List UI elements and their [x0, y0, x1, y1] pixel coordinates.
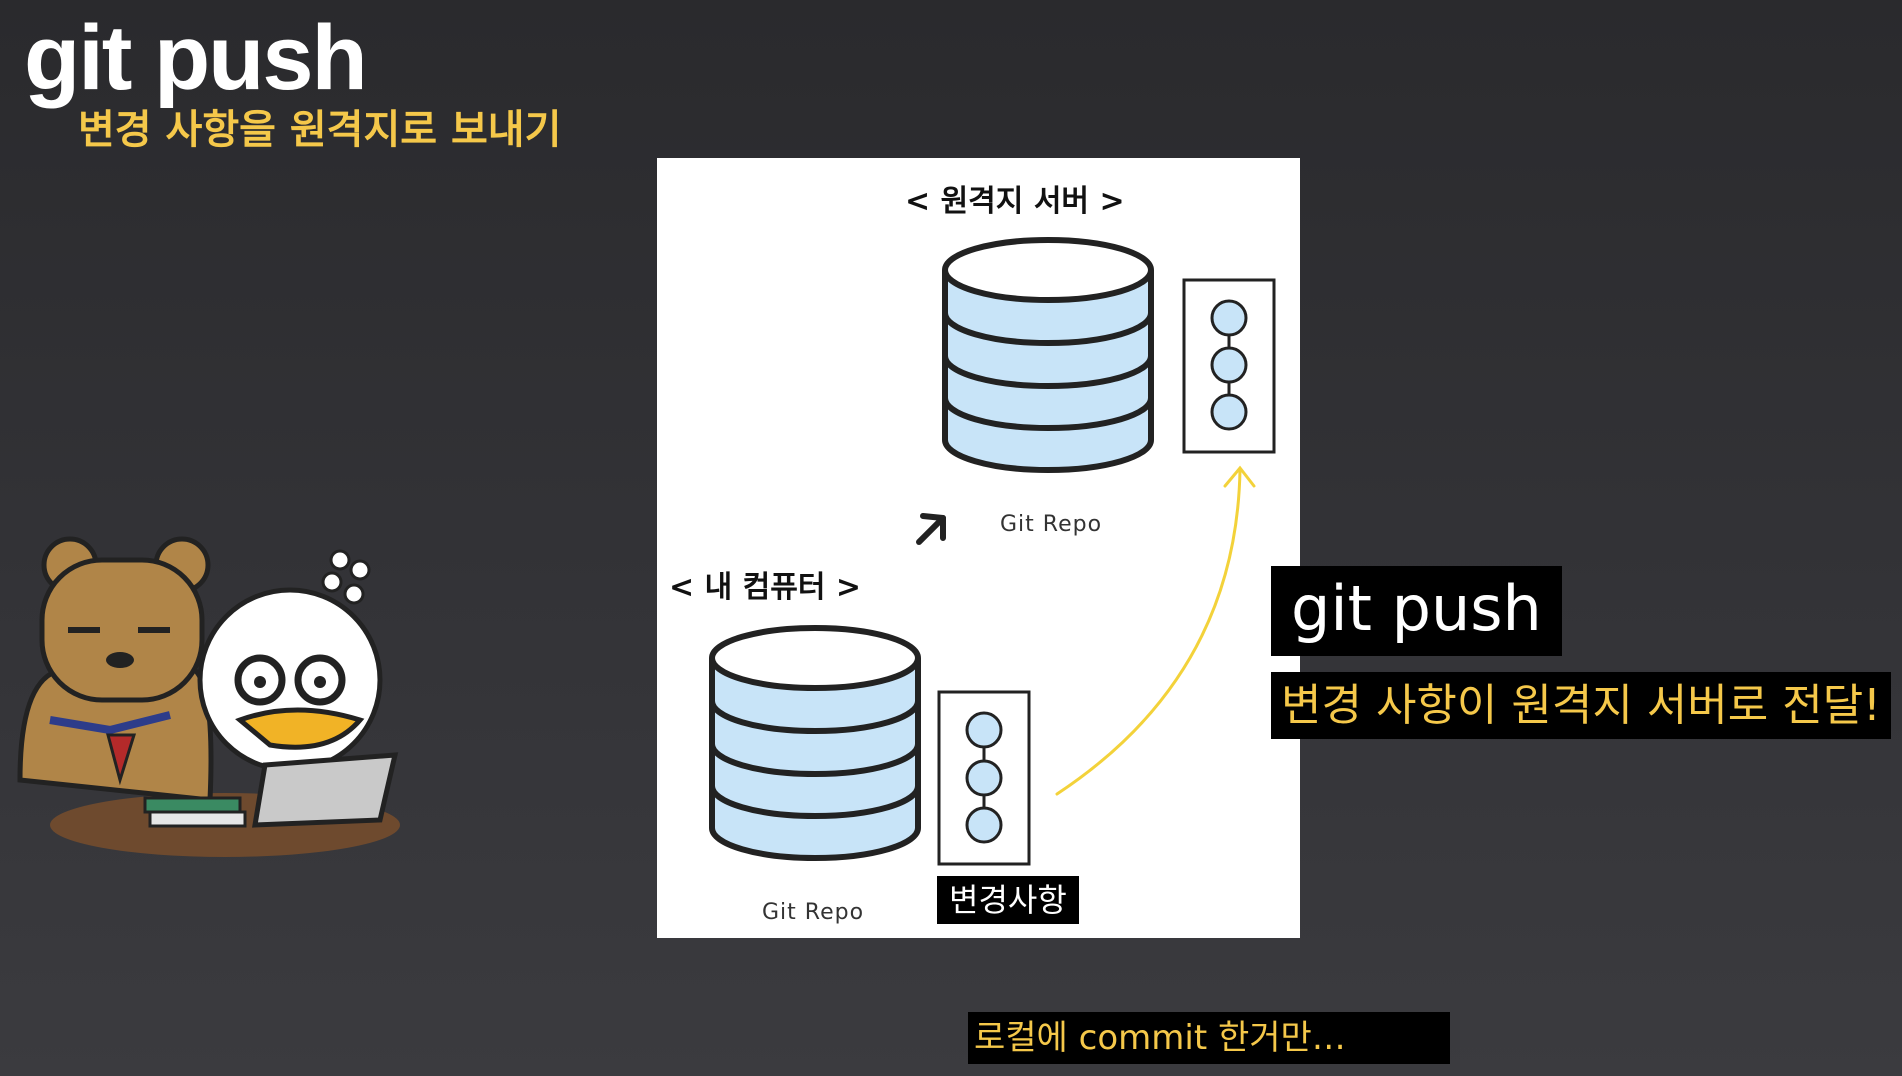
delivery-description: 변경 사항이 원격지 서버로 전달!	[1271, 672, 1891, 739]
remote-commit-graph-icon	[1182, 278, 1276, 454]
subtitle-caption: 로컬에 commit 한거만…	[968, 1012, 1450, 1064]
arrow-up-right-icon	[916, 513, 946, 545]
page-subtitle: 변경 사항을 원격지로 보내기	[78, 107, 562, 153]
remote-server-label: < 원격지 서버 >	[905, 184, 1125, 219]
diagram-graphics	[709, 237, 1276, 866]
page-title: git push	[24, 7, 368, 109]
character-sticker	[17, 536, 400, 857]
remote-repo-label: Git Repo	[1000, 512, 1103, 537]
curved-arrow-icon	[1055, 465, 1256, 796]
local-computer-label: < 내 컴퓨터 >	[669, 570, 862, 605]
local-commit-graph-icon	[937, 690, 1031, 866]
remote-database-icon	[942, 237, 1154, 473]
changes-tag: 변경사항	[937, 876, 1079, 924]
local-repo-label: Git Repo	[762, 900, 865, 925]
diagram-panel: < 원격지 서버 > Git Repo < 내 컴퓨터 > Git Repo 변…	[657, 158, 1300, 938]
git-push-callout: git push	[1271, 566, 1562, 656]
local-database-icon	[709, 625, 921, 861]
